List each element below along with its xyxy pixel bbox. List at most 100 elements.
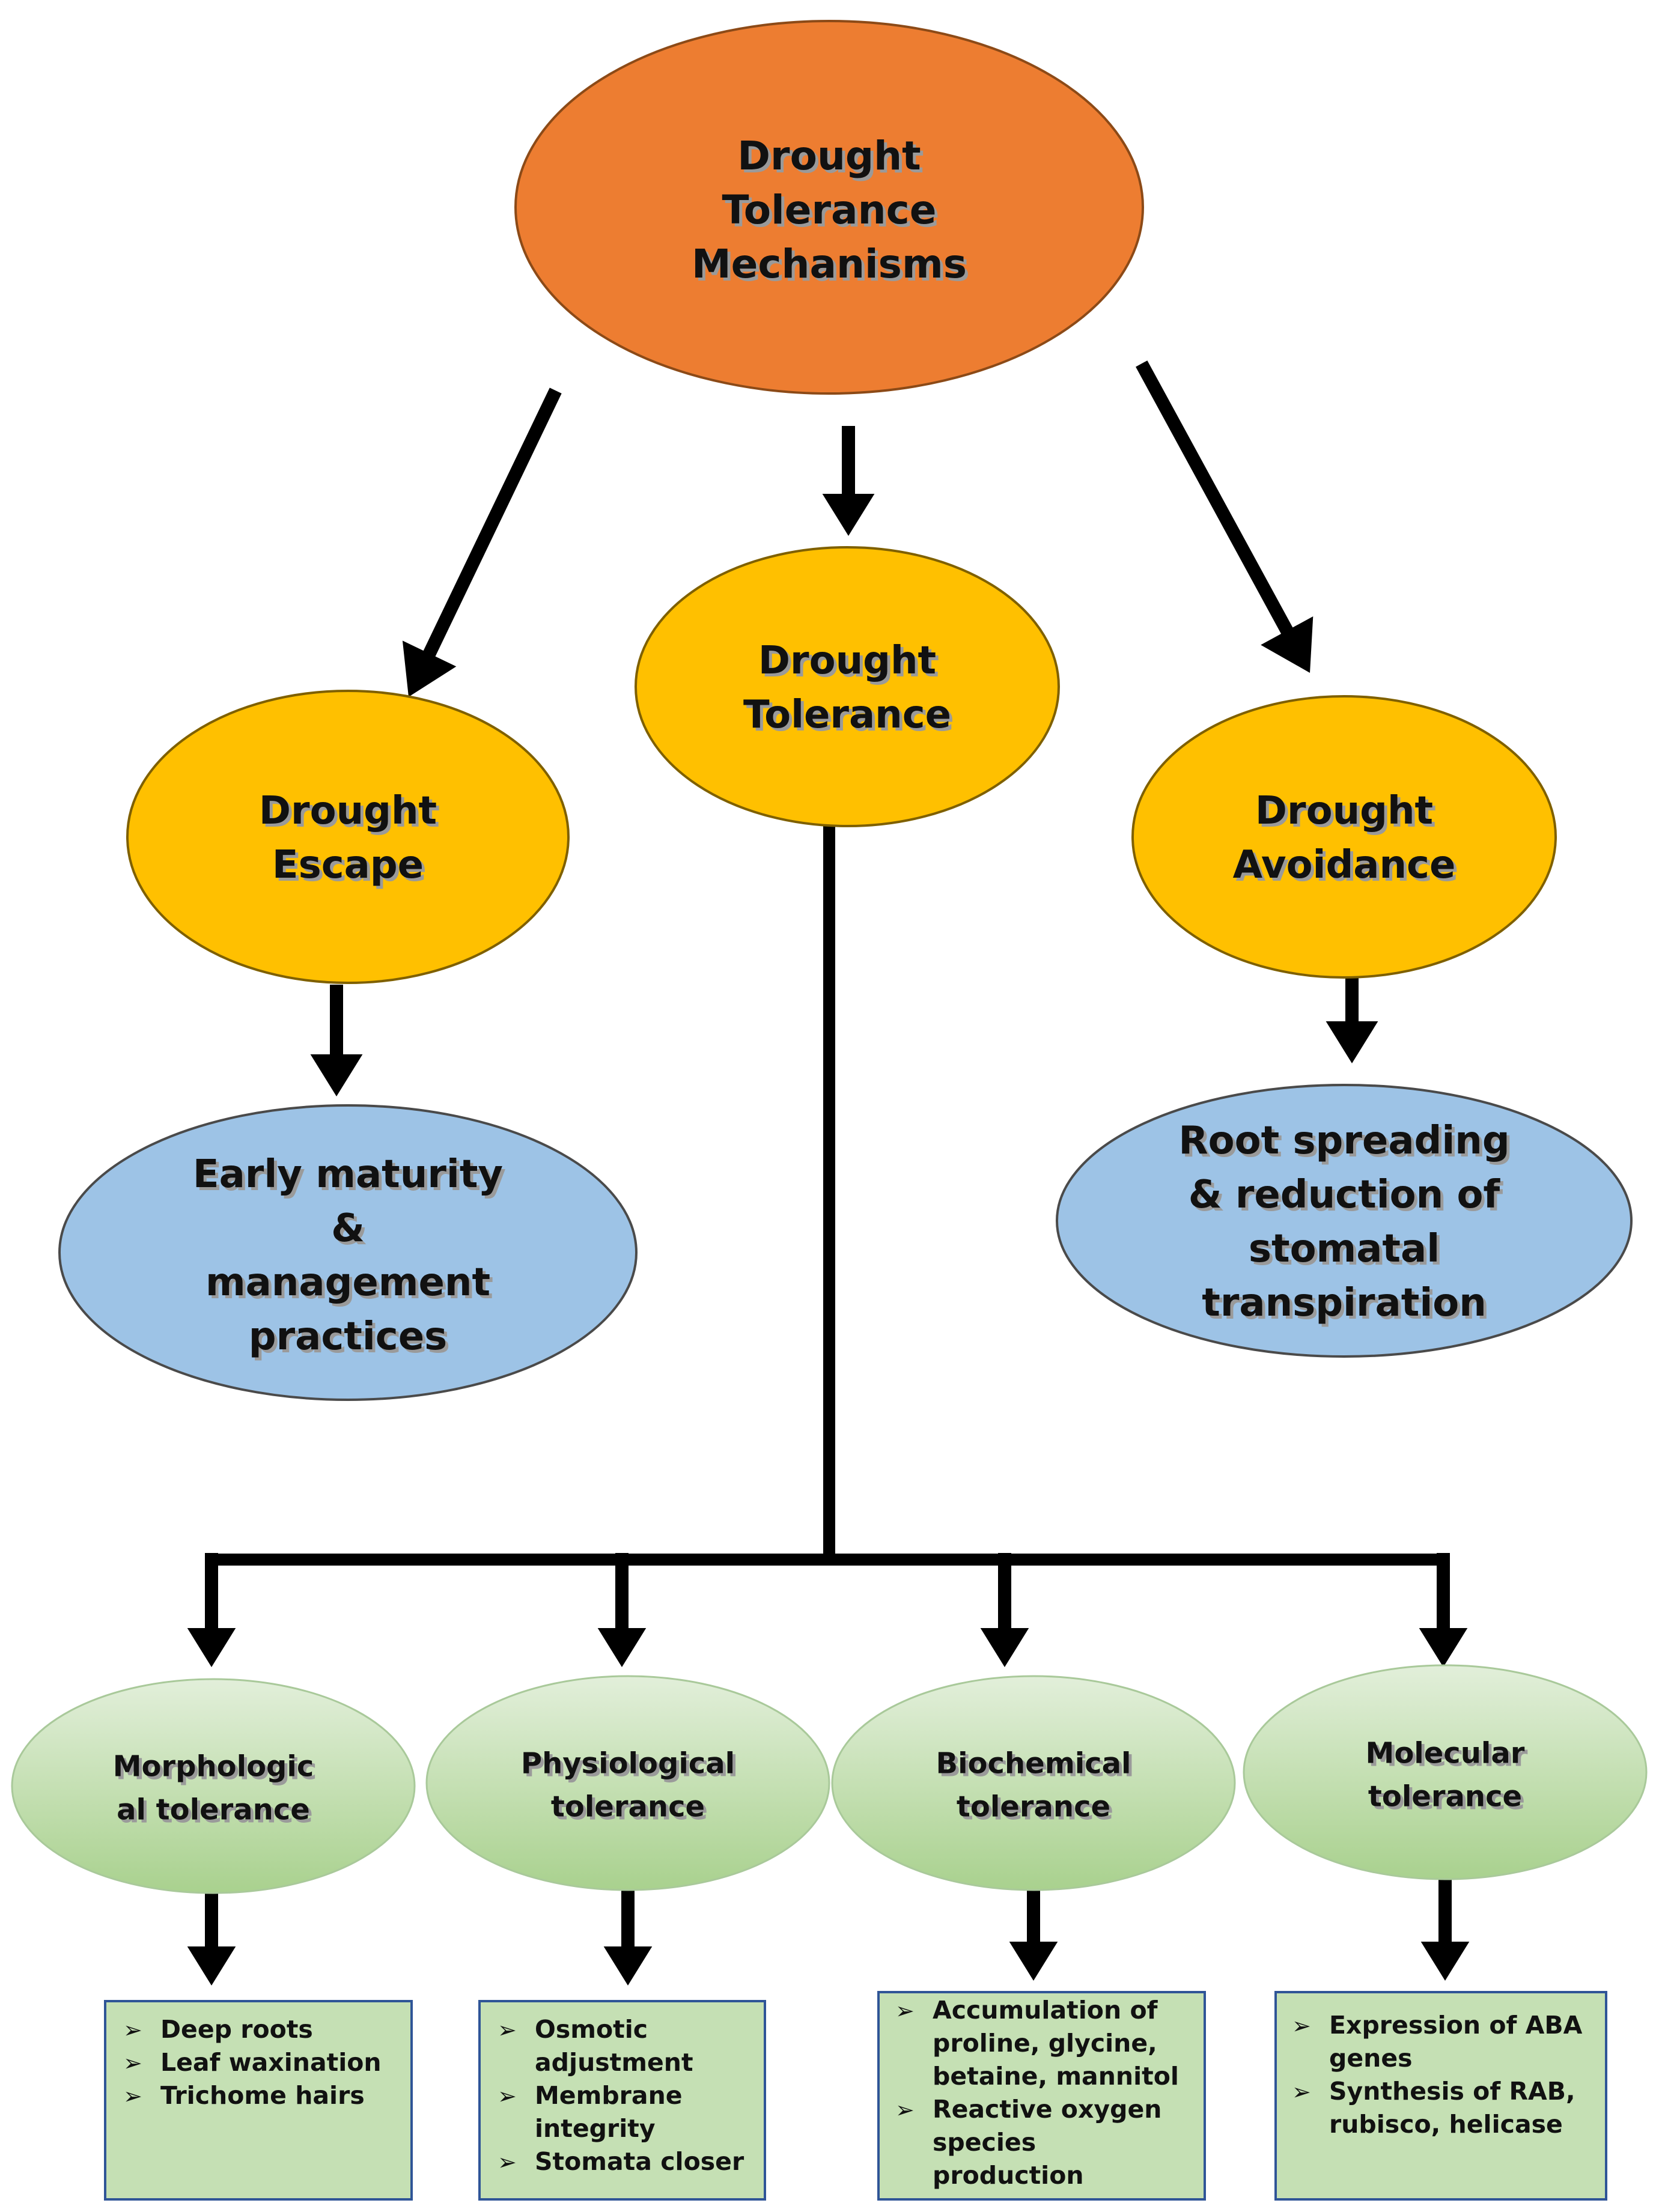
root-label-line-2: Mechanisms xyxy=(692,241,967,287)
arrow-root-to-escape-shaft xyxy=(420,387,562,663)
root-spreading-label-shadow-3: transpiration xyxy=(1205,1284,1490,1328)
root-label-shadow-1: Tolerance xyxy=(725,190,940,236)
biochemical-item-1-line-0: Reactive oxygen xyxy=(933,2095,1162,2124)
physiological-item-0-line-0: Osmotic xyxy=(535,2015,648,2044)
early-maturity-label-line-0: Early maturity xyxy=(193,1152,503,1197)
morphological-item-2-line-0: Trichome hairs xyxy=(160,2081,365,2110)
physiological-label-shadow-0: Physiological xyxy=(524,1749,738,1783)
molecular-label-shadow-0: Molecular xyxy=(1369,1739,1528,1773)
early-maturity-label-shadow-3: practices xyxy=(252,1317,450,1362)
physiological-item-0-line-1: adjustment xyxy=(535,2048,693,2077)
morphological-label-shadow-1: al tolerance xyxy=(120,1796,313,1829)
physiological-box-items: ➢Osmoticadjustment➢Membraneintegrity➢Sto… xyxy=(498,2015,744,2176)
morphological-label-line-1: al tolerance xyxy=(117,1793,310,1826)
root-spreading-label-line-1: & reduction of xyxy=(1189,1173,1501,1217)
root-spreading-label-shadow-2: stomatal xyxy=(1252,1230,1443,1274)
early-maturity-ellipse xyxy=(58,1104,638,1401)
morphological-label-shadow-0: Morphologic xyxy=(116,1752,317,1786)
arrow-root-to-avoidance-shaft xyxy=(1136,360,1296,640)
physiological-item-1-line-0: Membrane xyxy=(535,2081,683,2110)
tolerance-ellipse xyxy=(635,546,1060,827)
biochemical-label-shadow-0: Biochemical xyxy=(939,1749,1134,1783)
arrow-root-to-tolerance-head xyxy=(822,494,875,536)
biochemical-item-1-line-2: production xyxy=(933,2161,1084,2190)
escape-label-shadow-0: Drought xyxy=(262,792,440,836)
biochemical-item-0-line-1: proline, glycine, xyxy=(933,2029,1157,2058)
bullet-arrow-icon: ➢ xyxy=(1292,2079,1311,2105)
root-spreading-label-shadow-1: & reduction of xyxy=(1192,1176,1504,1220)
biochemical-label-shadow-1: tolerance xyxy=(960,1793,1113,1826)
morphological-box-items: ➢Deep roots➢Leaf waxination➢Trichome hai… xyxy=(123,2015,382,2110)
escape-ellipse xyxy=(126,690,570,984)
tolerance-label-line-0: Drought xyxy=(758,639,936,683)
avoidance-ellipse xyxy=(1131,695,1557,979)
physiological-item-1-line-1: integrity xyxy=(535,2114,656,2143)
bullet-arrow-icon: ➢ xyxy=(123,2017,142,2043)
biochemical-item-0-line-2: betaine, mannitol xyxy=(933,2062,1179,2091)
detail-box-morphological: ➢Deep roots➢Leaf waxination➢Trichome hai… xyxy=(104,2000,413,2201)
avoidance-label-line-1: Avoidance xyxy=(1233,843,1456,887)
morphological-box-rect xyxy=(104,2000,413,2201)
root-spreading-ellipse xyxy=(1056,1084,1633,1358)
tolerance-label-shadow-1: Tolerance xyxy=(746,696,954,740)
bullet-arrow-icon: ➢ xyxy=(498,2017,517,2043)
molecular-item-1-line-1: rubisco, helicase xyxy=(1329,2110,1563,2139)
early-maturity-label-line-1: & xyxy=(331,1206,365,1251)
physiological-label-shadow-1: tolerance xyxy=(554,1793,708,1826)
escape-label-line-0: Drought xyxy=(259,789,437,833)
bullet-arrow-icon: ➢ xyxy=(498,2083,517,2109)
root-label-shadow-2: Mechanisms xyxy=(695,244,970,290)
root-spreading-label-line-0: Root spreading xyxy=(1178,1119,1509,1163)
physiological-label-line-1: tolerance xyxy=(551,1790,705,1823)
bullet-arrow-icon: ➢ xyxy=(498,2149,517,2175)
root-spreading-label-line-2: stomatal xyxy=(1249,1227,1440,1271)
arrow-molecular-to-box-head xyxy=(1420,1942,1470,1981)
arrow-biochemical-to-box-head xyxy=(1009,1942,1058,1981)
root-ellipse xyxy=(514,20,1144,395)
molecular-ellipse xyxy=(1243,1664,1648,1880)
connectors xyxy=(187,360,1470,1986)
arrow-avoidance-to-outcome-head xyxy=(1326,1021,1378,1063)
arrow-to-morphological-head xyxy=(187,1628,236,1667)
arrow-escape-to-outcome-head xyxy=(310,1054,363,1096)
physiological-ellipse xyxy=(425,1675,830,1891)
molecular-box-rect xyxy=(1274,1991,1607,2201)
root-label-shadow-0: Drought xyxy=(740,136,924,182)
biochemical-item-1-line-1: species xyxy=(933,2128,1036,2157)
morphological-label-line-0: Morphologic xyxy=(113,1749,314,1783)
node-physiological-tolerance: PhysiologicalPhysiologicaltolerancetoler… xyxy=(425,1675,830,1891)
molecular-item-1-line-0: Synthesis of RAB, xyxy=(1329,2077,1575,2106)
avoidance-label-line-0: Drought xyxy=(1255,789,1433,833)
early-maturity-label-shadow-1: & xyxy=(334,1209,368,1254)
arrow-morphological-to-box-head xyxy=(187,1946,236,1986)
bullet-arrow-icon: ➢ xyxy=(1292,2013,1311,2039)
biochemical-item-0-line-0: Accumulation of xyxy=(933,1996,1158,2025)
root-label-line-1: Tolerance xyxy=(722,187,937,233)
bullet-arrow-icon: ➢ xyxy=(123,2050,142,2076)
biochemical-label-line-1: tolerance xyxy=(957,1790,1110,1823)
root-node-drought-tolerance-mechanisms: DroughtDroughtToleranceToleranceMechanis… xyxy=(514,20,1144,395)
avoidance-label-shadow-1: Avoidance xyxy=(1236,846,1459,890)
root-label: DroughtDroughtToleranceToleranceMechanis… xyxy=(692,133,970,290)
arrow-to-molecular-head xyxy=(1419,1628,1468,1667)
molecular-label-line-1: tolerance xyxy=(1368,1779,1522,1813)
tolerance-label-line-1: Tolerance xyxy=(743,693,951,737)
morphological-ellipse xyxy=(11,1678,416,1894)
physiological-box-rect xyxy=(478,2000,766,2201)
